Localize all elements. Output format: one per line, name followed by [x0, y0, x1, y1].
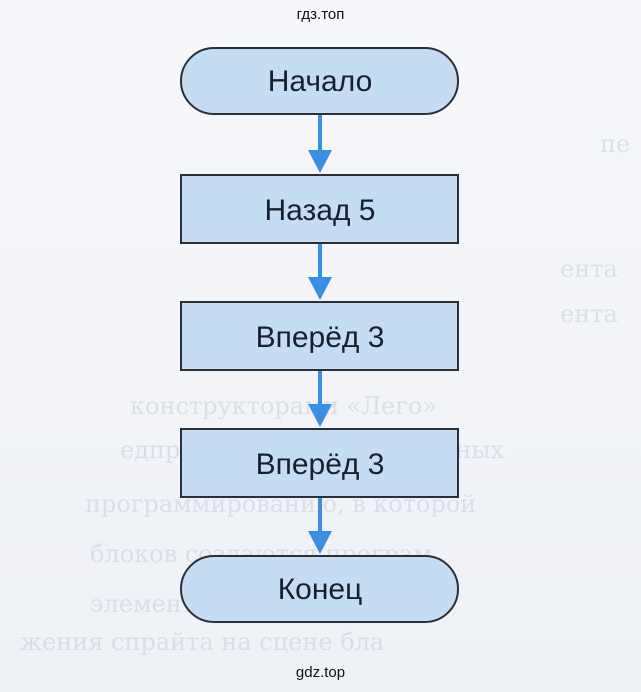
background-text: ента [560, 255, 618, 283]
watermark-bottom: gdz.top [295, 664, 346, 681]
background-text: ента [560, 300, 618, 328]
flow-arrow [308, 115, 332, 173]
process-block: Вперёд 3 [180, 428, 459, 498]
end-block: Конец [180, 555, 459, 623]
process-label: Вперёд 3 [256, 448, 385, 481]
watermark-top: гдз.топ [296, 6, 345, 23]
process-block: Назад 5 [180, 174, 459, 244]
flow-arrow [308, 371, 332, 427]
process-label: Вперёд 3 [256, 321, 385, 354]
flow-arrow [308, 498, 332, 554]
start-label: Начало [268, 65, 373, 98]
background-text: пе [600, 130, 631, 158]
process-block: Вперёд 3 [180, 301, 459, 371]
start-block: Начало [180, 47, 459, 115]
end-label: Конец [278, 573, 363, 606]
flow-arrow [308, 244, 332, 300]
background-text: конструкторами «Лего» [130, 392, 437, 420]
background-text: жения спрайта на сцене бла [20, 628, 385, 656]
process-label: Назад 5 [265, 194, 376, 227]
